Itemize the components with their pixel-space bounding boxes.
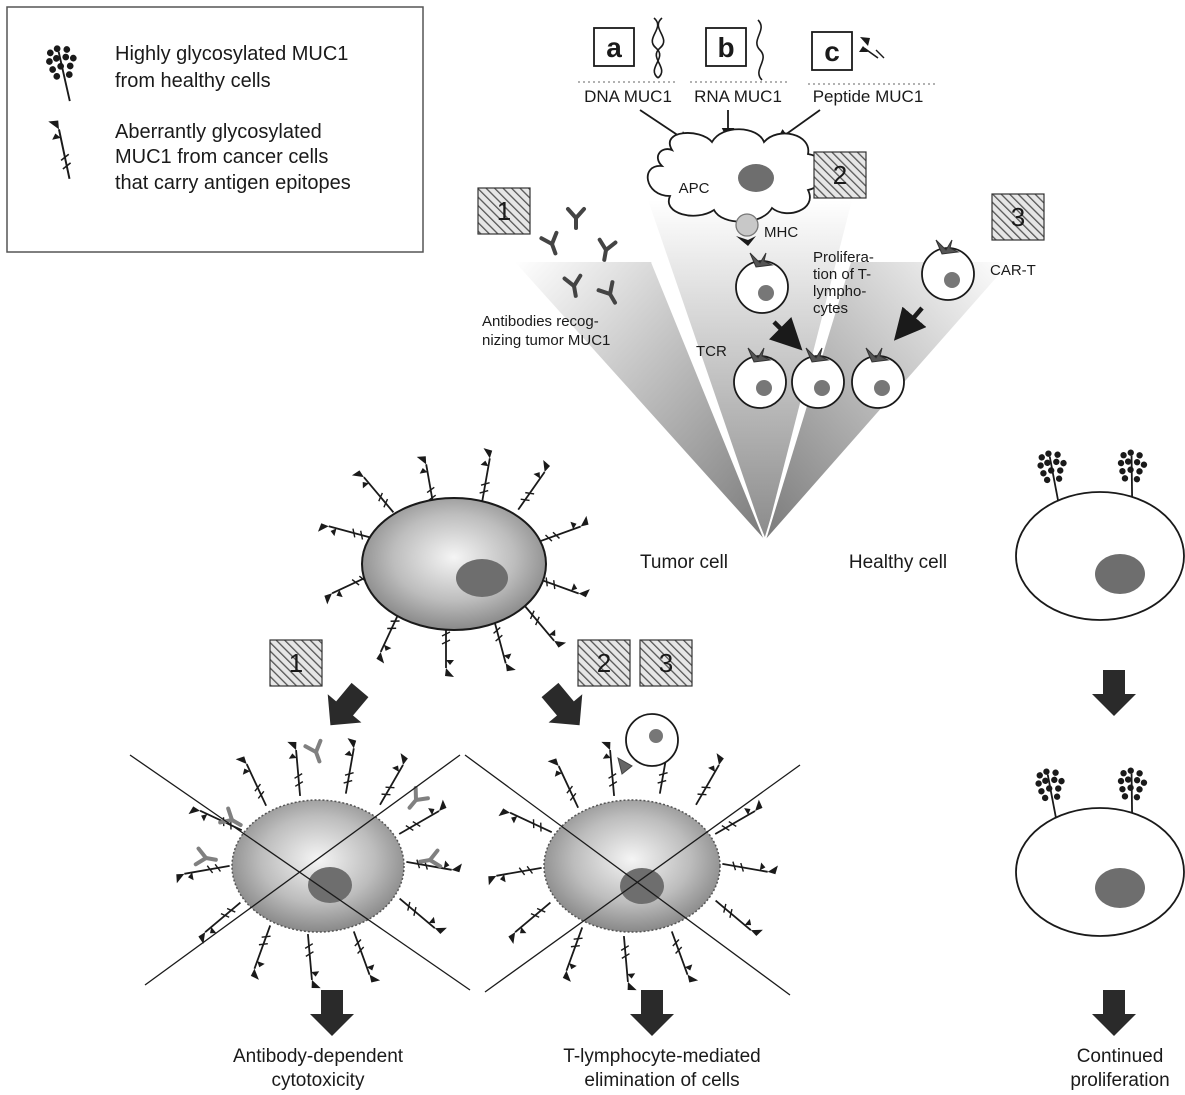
vaccine-letter-b: b [717, 32, 734, 63]
arrow-tcell-outcome [630, 990, 674, 1036]
cross-line-adcc-2 [144, 754, 461, 986]
caption-tcell-line1: T-lymphocyte-mediated [563, 1046, 760, 1067]
legend-box: Highly glycosylated MUC1 from healthy ce… [6, 6, 424, 253]
healthy-cell-top [1015, 447, 1185, 621]
antibodies-line1: Antibodies recog- [482, 313, 599, 330]
vaccine-letter-a: a [606, 32, 622, 63]
legend-cancer-line1: Aberrantly glycosylated [115, 121, 322, 143]
caption-tcell-line2: elimination of cells [584, 1070, 739, 1091]
apc-nucleus [738, 164, 774, 192]
attacking-tcell [617, 713, 679, 775]
rna-strand-icon [756, 19, 764, 81]
svg-text:1: 1 [289, 648, 303, 678]
mhc-complex: MHC [735, 213, 798, 246]
legend-healthy-line2: from healthy cells [115, 70, 271, 92]
proliferation-line3: lympho- [813, 283, 866, 300]
vaccine-letter-c: c [824, 36, 840, 67]
vaccine-dna: a DNA MUC1 [578, 17, 676, 106]
approach-box-3-bottom: 3 [639, 639, 693, 687]
legend-healthy-line1: Highly glycosylated MUC1 [115, 43, 348, 65]
peptide-icon [859, 37, 885, 59]
apc-label: APC [679, 180, 710, 197]
arrow-tcell-proliferation [769, 317, 803, 351]
healthy-cell-bottom [1015, 765, 1185, 937]
mhc-label: MHC [764, 224, 798, 241]
cross-line-tcell-1 [464, 754, 791, 996]
arrow-to-adcc [313, 675, 377, 740]
vaccine-label-rna: RNA MUC1 [694, 87, 782, 106]
caption-adcc-line2: cytotoxicity [272, 1070, 365, 1091]
healthy-cell-label: Healthy cell [849, 552, 947, 573]
approach-box-3-top: 3 [991, 193, 1045, 241]
approach-box-1-bottom: 1 [269, 639, 323, 687]
svg-text:3: 3 [659, 648, 673, 678]
svg-text:2: 2 [833, 160, 847, 190]
proliferation-line2: tion of T- [813, 266, 871, 283]
arrow-continued-outcome [1092, 990, 1136, 1036]
apc-cell: APC [646, 128, 826, 223]
tumor-nucleus-main [456, 559, 508, 597]
antibodies-line2: nizing tumor MUC1 [482, 332, 610, 349]
dna-helix-icon [651, 17, 665, 79]
proliferation-line1: Prolifera- [813, 249, 874, 266]
svg-text:1: 1 [497, 196, 511, 226]
tcr-label: TCR [696, 343, 727, 360]
caption-continued-line2: proliferation [1070, 1070, 1169, 1091]
vaccine-label-peptide: Peptide MUC1 [813, 87, 924, 106]
svg-text:2: 2 [597, 648, 611, 678]
legend-cancer-line3: that carry antigen epitopes [115, 172, 351, 194]
vaccine-rna: b RNA MUC1 [690, 19, 788, 106]
car-t-cell [921, 239, 975, 301]
cross-line-tcell-2 [484, 764, 801, 993]
arrow-cart-proliferation [893, 306, 927, 341]
legend-cancer-line2: MUC1 from cancer cells [115, 146, 328, 168]
caption-adcc-line1: Antibody-dependent [233, 1046, 404, 1067]
approach-box-2-bottom: 2 [577, 639, 631, 687]
arrow-healthy-1 [1092, 670, 1136, 716]
arrow-adcc-outcome [310, 990, 354, 1036]
tumor-cell-adcc [129, 737, 471, 991]
svg-text:3: 3 [1011, 202, 1025, 232]
vaccine-peptide: c Peptide MUC1 [808, 31, 936, 106]
proliferation-line4: cytes [813, 300, 848, 317]
car-t-label: CAR-T [990, 262, 1036, 279]
tumor-cell-label: Tumor cell [640, 552, 728, 573]
caption-continued-line1: Continued [1077, 1046, 1164, 1067]
tumor-cell-main [317, 447, 592, 678]
tumor-cell-tcell-elim [464, 713, 801, 996]
vaccine-label-dna: DNA MUC1 [584, 87, 672, 106]
approach-box-1-top: 1 [477, 187, 531, 235]
approach-box-2-top: 2 [813, 151, 867, 199]
